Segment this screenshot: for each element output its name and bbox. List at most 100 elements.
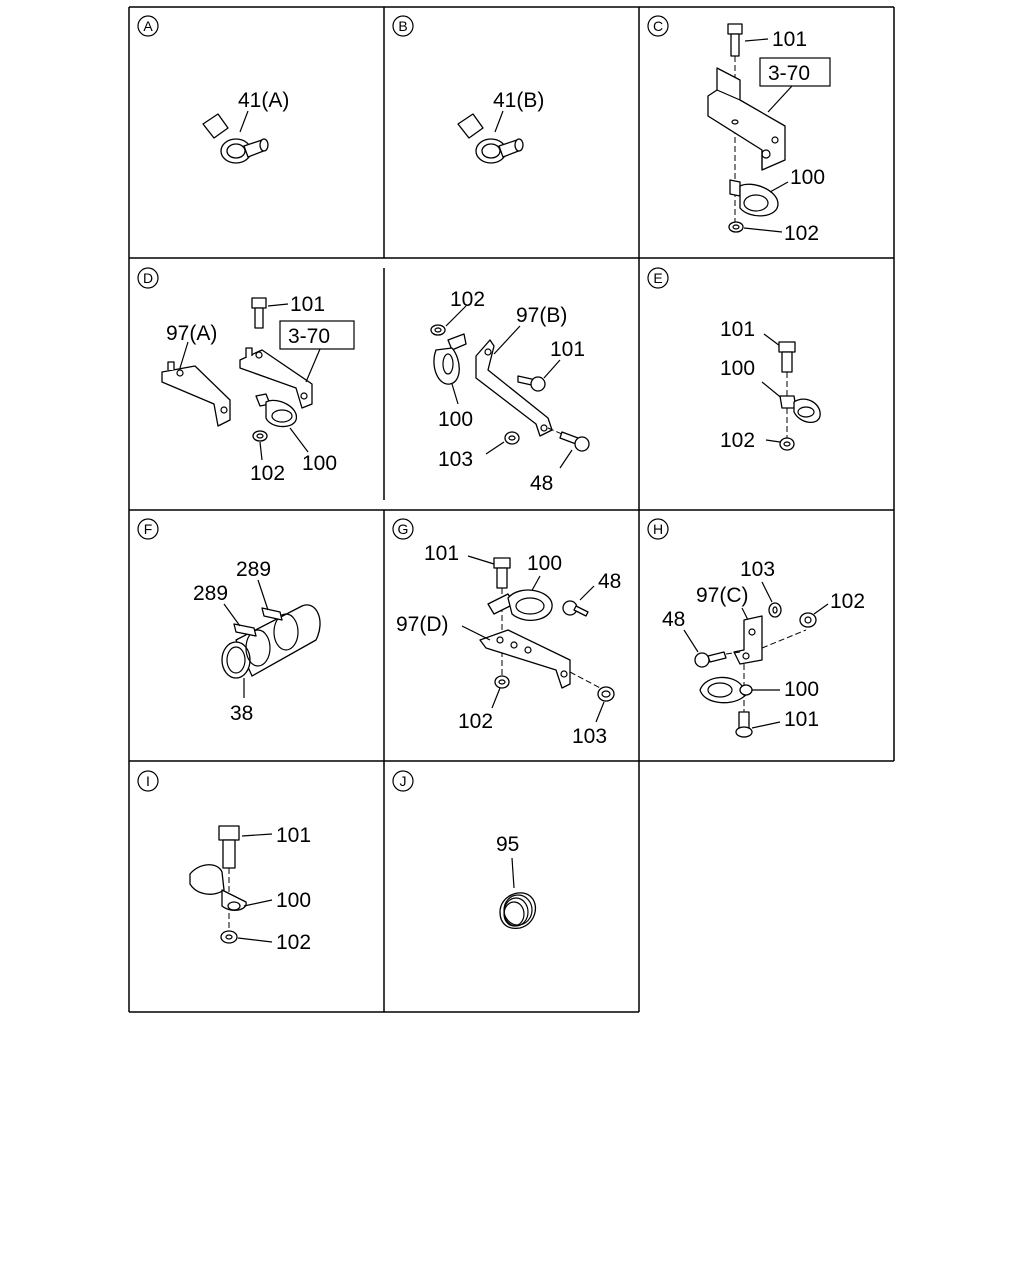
bolt-101 — [517, 375, 546, 392]
label-100: 100 — [438, 408, 473, 431]
label-102: 102 — [784, 222, 819, 245]
svg-text:F: F — [144, 521, 153, 537]
label-ref: 3-70 — [288, 325, 330, 348]
washer — [739, 684, 753, 696]
bracket-3-70 — [239, 347, 313, 409]
panel-letter-i: I — [137, 770, 159, 792]
bolt-48 — [562, 600, 589, 617]
panel-letter-d: D — [137, 267, 159, 289]
label-100: 100 — [527, 552, 562, 575]
panel-letter-f: F — [137, 518, 159, 540]
label-97a: 97(A) — [166, 322, 217, 345]
bolt-101 — [727, 23, 743, 57]
bolt-101 — [778, 341, 796, 373]
nut-102 — [220, 930, 238, 944]
bolt-101 — [218, 825, 240, 869]
panel-letter-j: J — [392, 770, 414, 792]
bolt-101 — [493, 557, 511, 589]
label-102: 102 — [250, 462, 285, 485]
label-41b: 41(B) — [493, 89, 544, 112]
bolt-48 — [559, 431, 590, 452]
label-102: 102 — [458, 710, 493, 733]
label-ref: 3-70 — [768, 62, 810, 85]
label-102: 102 — [720, 429, 755, 452]
leader-41b — [494, 110, 504, 133]
svg-text:B: B — [398, 18, 407, 34]
svg-text:C: C — [653, 18, 663, 34]
panel-letter-b: B — [392, 15, 414, 37]
nut-103 — [597, 686, 615, 702]
bracket-97b — [475, 339, 553, 437]
label-289b: 289 — [236, 558, 271, 581]
label-103: 103 — [740, 558, 775, 581]
nut-103 — [768, 602, 782, 618]
nut-102 — [779, 437, 795, 451]
label-41a: 41(A) — [238, 89, 289, 112]
clip-100 — [487, 589, 553, 621]
bracket — [707, 67, 786, 171]
bracket-97d — [479, 629, 571, 689]
grommet-95 — [499, 892, 537, 930]
svg-text:J: J — [400, 773, 407, 789]
clip-100 — [255, 393, 297, 428]
label-38: 38 — [230, 702, 253, 725]
label-101: 101 — [772, 28, 807, 51]
grid-lines — [128, 6, 895, 1013]
label-48: 48 — [662, 608, 685, 631]
label-103: 103 — [438, 448, 473, 471]
label-100: 100 — [784, 678, 819, 701]
label-102: 102 — [450, 288, 485, 311]
panel-letter-e: E — [647, 267, 669, 289]
label-97d: 97(D) — [396, 613, 449, 636]
nut-102 — [430, 324, 446, 336]
svg-text:H: H — [653, 521, 663, 537]
clip-100 — [189, 864, 247, 912]
bolt-101 — [251, 297, 267, 329]
panel-letter-g: G — [392, 518, 414, 540]
label-48: 48 — [598, 570, 621, 593]
panel-c: C 101 3-70 100 102 — [647, 15, 831, 245]
panel-i: I 101 100 102 — [137, 770, 311, 954]
label-97b: 97(B) — [516, 304, 567, 327]
panel-d-continued: 102 100 97(B) 101 103 — [430, 288, 590, 495]
label-100: 100 — [302, 452, 337, 475]
hose-clamp-41b — [457, 113, 524, 164]
label-100: 100 — [720, 357, 755, 380]
panel-d: D 97(A) 101 3-70 — [137, 267, 355, 485]
panel-j: J 95 — [392, 770, 537, 930]
panel-e: E 101 100 102 — [647, 267, 821, 452]
panel-letter-a: A — [137, 15, 159, 37]
label-101: 101 — [424, 542, 459, 565]
label-100: 100 — [790, 166, 825, 189]
bolt-101 — [735, 711, 753, 738]
svg-text:D: D — [143, 270, 153, 286]
clip-100 — [433, 333, 467, 385]
label-97c: 97(C) — [696, 584, 749, 607]
panel-b: B 41(B) — [392, 15, 544, 164]
svg-text:G: G — [398, 521, 409, 537]
panel-f: F 289 289 38 — [137, 518, 321, 725]
ref-box — [759, 57, 831, 87]
panel-h: H 103 97(C) 102 48 — [647, 518, 865, 738]
panel-g: G 101 100 48 97(D) — [392, 518, 621, 748]
panel-a: A 41(A) — [137, 15, 289, 164]
label-289a: 289 — [193, 582, 228, 605]
ref-box — [279, 320, 355, 350]
label-101: 101 — [290, 293, 325, 316]
clip-100 — [779, 395, 821, 423]
panel-letter-h: H — [647, 518, 669, 540]
leader-41a — [239, 110, 249, 133]
nut-102 — [728, 221, 744, 233]
label-101: 101 — [276, 824, 311, 847]
nut-102 — [494, 675, 510, 689]
bolt-48 — [694, 651, 727, 668]
nut-102 — [252, 430, 268, 442]
bracket-97a — [161, 361, 231, 427]
svg-text:I: I — [146, 773, 150, 789]
label-102: 102 — [276, 931, 311, 954]
label-101: 101 — [784, 708, 819, 731]
label-100: 100 — [276, 889, 311, 912]
panel-letter-c: C — [647, 15, 669, 37]
label-95: 95 — [496, 833, 519, 856]
